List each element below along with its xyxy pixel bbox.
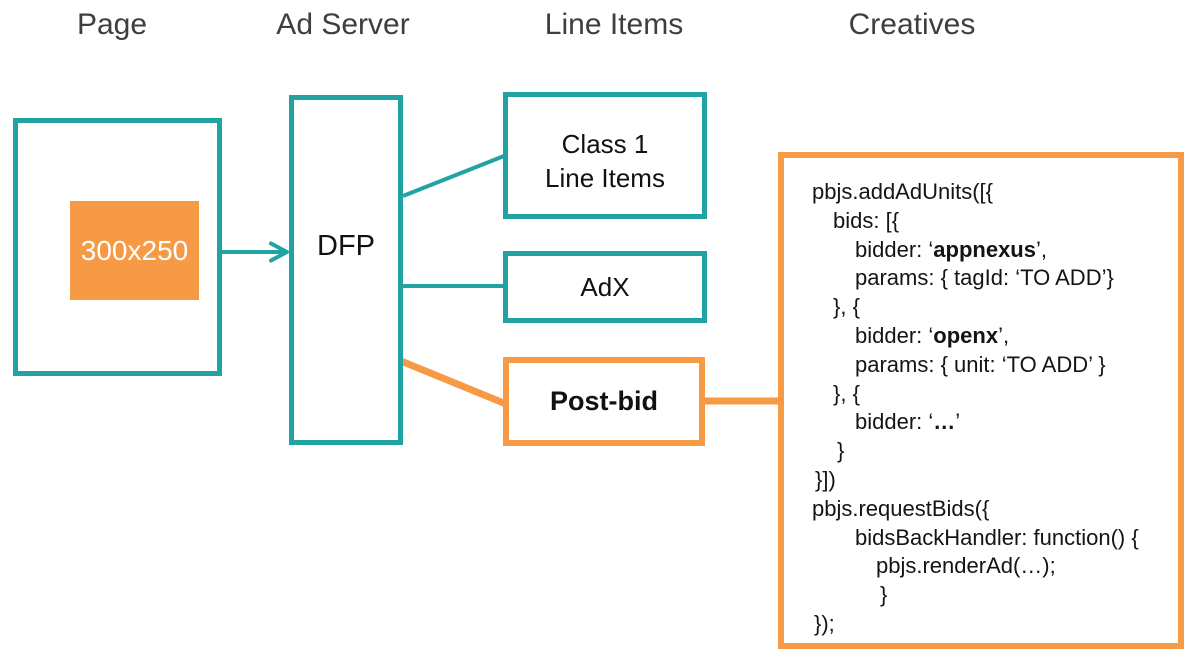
class1-label-line1: Class 1 <box>561 128 649 159</box>
adx-label: AdX <box>580 271 630 302</box>
header-page: Page <box>76 8 148 41</box>
dfp-box: DFP <box>289 95 403 445</box>
code-line: pbjs.requestBids({ <box>812 495 990 521</box>
connector-dfp-to-postbid <box>399 357 508 408</box>
code-line: params: { tagId: ‘TO ADD’} <box>855 265 1114 291</box>
class1-label-line2: Line Items <box>545 162 665 193</box>
code-line: } <box>880 582 888 608</box>
code-line: }); <box>814 610 835 636</box>
code-line: } <box>837 438 845 464</box>
code-line: pbjs.renderAd(…); <box>876 553 1056 579</box>
code-line: }, { <box>833 294 860 320</box>
ad-slot-label: 300x250 <box>80 234 189 266</box>
code-line: bids: [{ <box>833 207 900 233</box>
creatives-code-box: pbjs.addAdUnits([{ bids: [{ bidder: ‘appne… <box>778 152 1184 649</box>
code-line: }, { <box>833 380 860 406</box>
adx-box: AdX <box>503 251 707 323</box>
code-line: bidsBackHandler: function() { <box>855 524 1139 550</box>
postbid-label: Post-bid <box>550 386 658 416</box>
class1-line-items-box: Class 1 Line Items <box>503 92 707 219</box>
code-line: bidder: ‘openx’, <box>855 322 1010 348</box>
arrowhead-adslot-to-dfp <box>269 241 289 263</box>
code-line: params: { unit: ‘TO ADD’ } <box>855 351 1106 377</box>
header-creatives: Creatives <box>848 8 976 41</box>
postbid-box: Post-bid <box>503 357 705 446</box>
code-line: }]) <box>815 466 836 492</box>
dfp-label: DFP <box>317 230 375 262</box>
code-block: pbjs.addAdUnits([{ bids: [{ bidder: ‘appne… <box>812 178 1172 639</box>
code-line: bidder: ‘appnexus’, <box>855 236 1047 262</box>
ad-slot-300x250: 300x250 <box>70 201 199 300</box>
code-line: pbjs.addAdUnits([{ <box>812 179 993 204</box>
code-line: bidder: ‘…’ <box>855 409 961 435</box>
connector-dfp-to-class1 <box>402 154 505 198</box>
header-ad-server: Ad Server <box>276 8 410 41</box>
header-line-items: Line Items <box>544 8 684 41</box>
